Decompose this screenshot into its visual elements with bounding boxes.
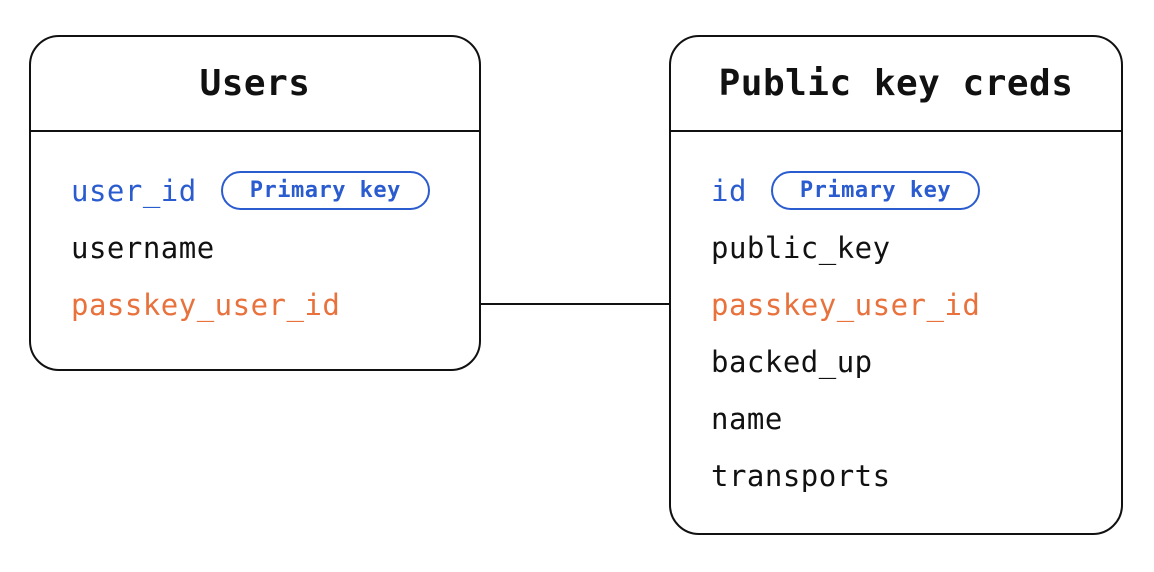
field-row: passkey_user_id bbox=[711, 276, 1105, 333]
field-row: public_key bbox=[711, 219, 1105, 276]
table-users-header: Users bbox=[31, 37, 479, 132]
field-name: public_key bbox=[711, 230, 891, 265]
field-row: id Primary key bbox=[711, 162, 1105, 219]
table-public-key-creds-header: Public key creds bbox=[671, 37, 1121, 132]
field-name: passkey_user_id bbox=[711, 287, 981, 322]
field-name: backed_up bbox=[711, 344, 873, 379]
primary-key-badge: Primary key bbox=[220, 171, 430, 210]
field-name: passkey_user_id bbox=[71, 287, 341, 322]
table-public-key-creds: Public key creds id Primary key public_key… bbox=[669, 35, 1123, 535]
field-row: passkey_user_id bbox=[71, 276, 463, 333]
table-users-title: Users bbox=[199, 63, 311, 104]
field-name: transports bbox=[711, 458, 891, 493]
field-row: username bbox=[71, 219, 463, 276]
field-name: username bbox=[71, 230, 215, 265]
relation-line bbox=[481, 303, 669, 305]
table-public-key-creds-title: Public key creds bbox=[718, 63, 1074, 104]
field-name: user_id bbox=[71, 173, 197, 208]
primary-key-badge: Primary key bbox=[770, 171, 981, 210]
field-row: transports bbox=[711, 447, 1105, 504]
field-row: backed_up bbox=[711, 333, 1105, 390]
field-row: user_id Primary key bbox=[71, 162, 463, 219]
field-name: id bbox=[711, 173, 747, 208]
field-name: name bbox=[711, 401, 783, 436]
field-row: name bbox=[711, 390, 1105, 447]
